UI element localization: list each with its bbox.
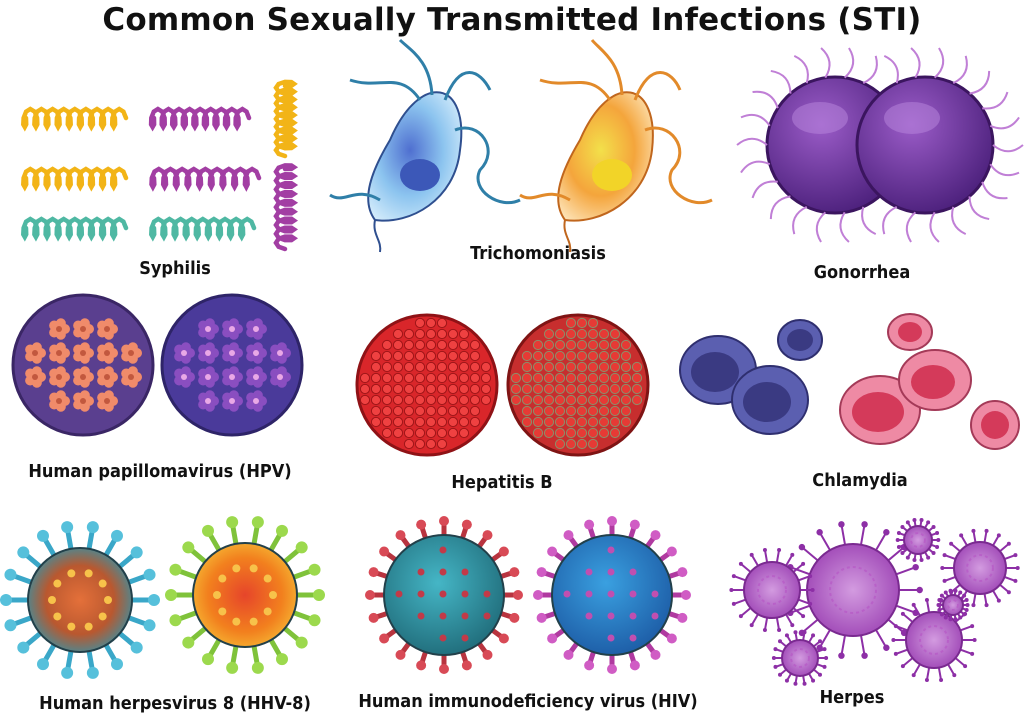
syphilis-illustration xyxy=(21,79,299,252)
trichomoniasis-illustration xyxy=(329,38,713,253)
label-gonorrhea: Gonorrhea xyxy=(813,262,911,283)
label-hepatitis-b: Hepatitis B xyxy=(451,472,553,493)
label-chlamydia: Chlamydia xyxy=(812,470,908,491)
hhv8-illustration xyxy=(0,516,325,679)
label-hpv: Human papillomavirus (HPV) xyxy=(28,461,292,482)
trichomonas-orange-cell xyxy=(519,39,713,253)
page-title: Common Sexually Transmitted Infections (… xyxy=(102,2,922,38)
label-herpes: Herpes xyxy=(819,687,885,708)
herpes-illustration xyxy=(729,518,1020,686)
hpv-illustration xyxy=(11,293,304,437)
label-trichomoniasis: Trichomoniasis xyxy=(470,243,606,264)
trichomonas-blue-cell xyxy=(329,38,521,253)
label-hiv: Human immunodeficiency virus (HIV) xyxy=(358,691,698,712)
gonorrhea-illustration xyxy=(736,47,1024,243)
chlamydia-illustration xyxy=(679,313,1020,450)
hiv-illustration xyxy=(365,516,691,674)
hepatitis-b-illustration xyxy=(355,313,650,457)
label-hhv8: Human herpesvirus 8 (HHV-8) xyxy=(39,693,311,714)
label-syphilis: Syphilis xyxy=(139,258,211,279)
